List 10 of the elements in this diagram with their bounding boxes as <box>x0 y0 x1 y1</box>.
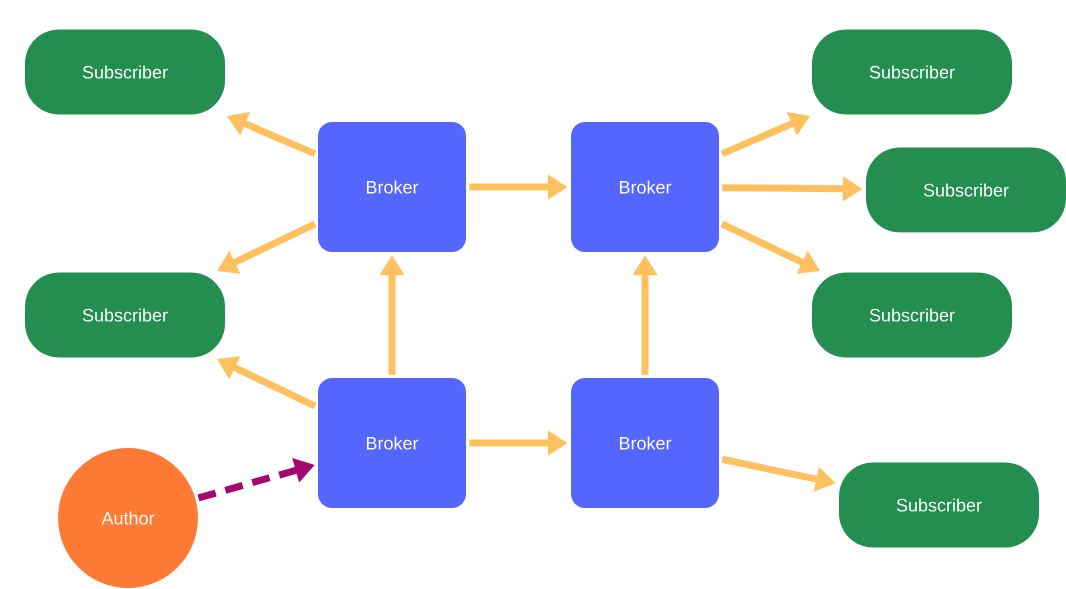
subscriber-box: Subscriber <box>839 462 1039 548</box>
subscriber-box: Subscriber <box>25 272 225 358</box>
subscriber-box: Subscriber <box>866 147 1066 233</box>
broker-box: Broker <box>318 378 466 508</box>
subscriber-box: Subscriber <box>25 29 225 115</box>
subscriber-box: Subscriber <box>812 272 1012 358</box>
broker-box: Broker <box>571 378 719 508</box>
subscriber-box: Subscriber <box>812 29 1012 115</box>
broker-box: Broker <box>571 122 719 252</box>
broker-box: Broker <box>318 122 466 252</box>
